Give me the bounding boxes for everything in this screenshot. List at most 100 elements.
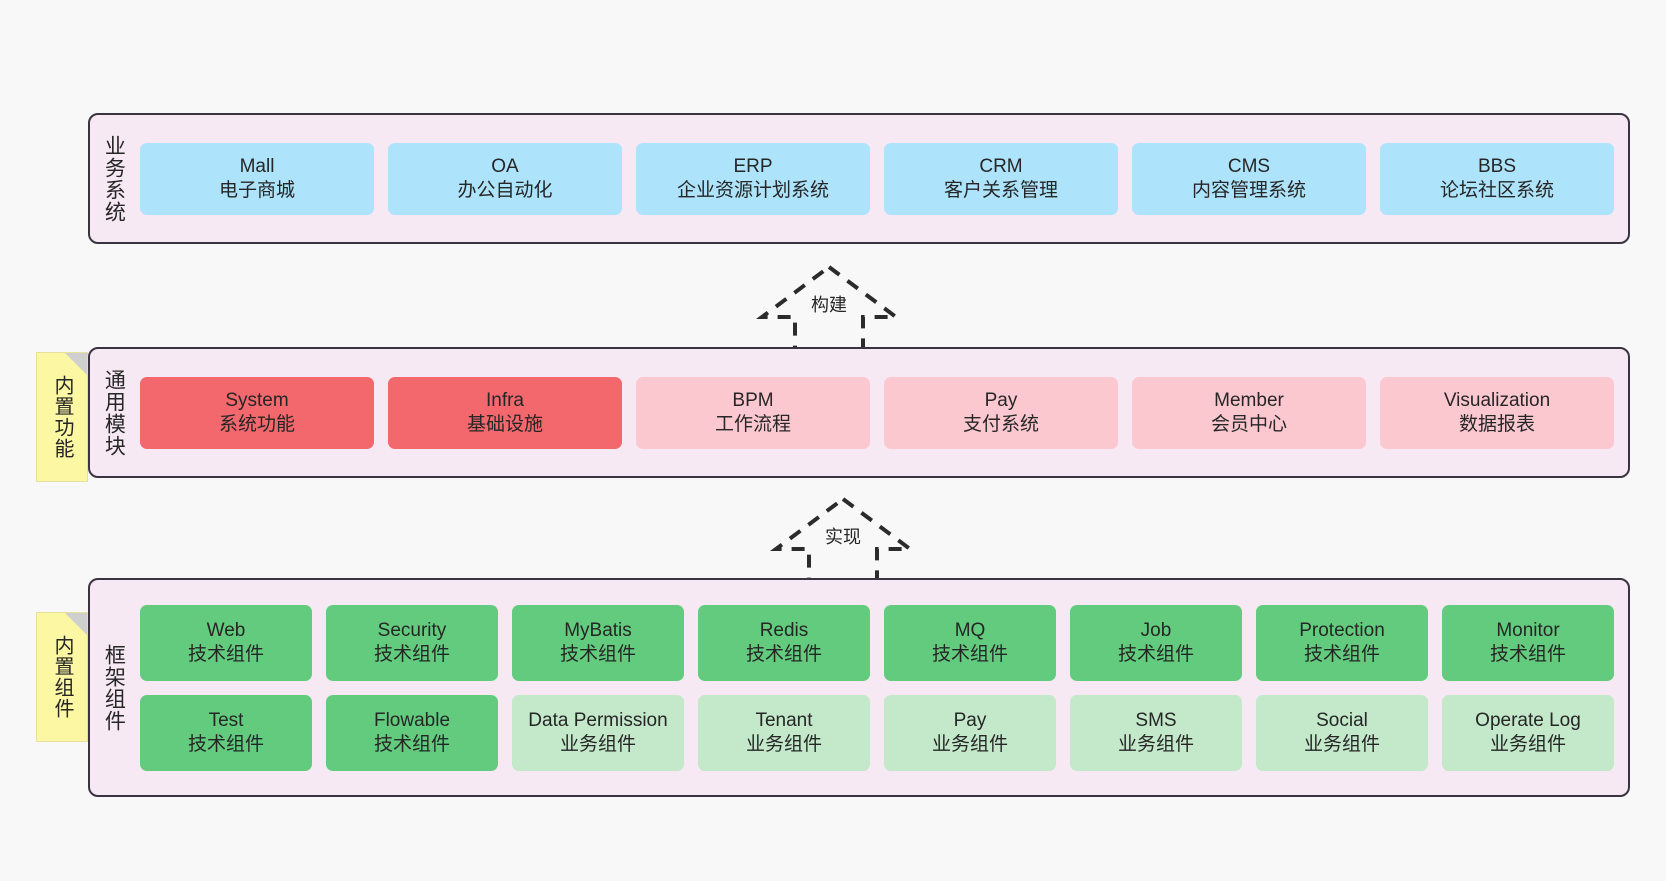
module-card-title: Web (206, 619, 246, 641)
connector-build: 构建 (755, 261, 903, 351)
connector-build-label: 构建 (811, 295, 847, 315)
module-card-subtitle: 技术组件 (745, 643, 822, 665)
module-card-cms[interactable]: CMS 内容管理系统 (1132, 142, 1366, 215)
module-card-monitor[interactable]: Monitor 技术组件 (1442, 604, 1614, 681)
module-card-title: Operate Log (1475, 709, 1581, 731)
module-card-subtitle: 技术组件 (1117, 643, 1194, 665)
module-card-system[interactable]: System 系统功能 (140, 376, 374, 449)
layer-title-business-system: 业务系统 (102, 134, 126, 223)
module-card-visualization[interactable]: Visualization 数据报表 (1380, 376, 1614, 449)
module-card-title: Job (1140, 619, 1172, 641)
module-card-subtitle: 支付系统 (962, 413, 1039, 435)
module-card-subtitle: 技术组件 (1303, 643, 1380, 665)
module-card-title: OA (491, 155, 519, 177)
module-card-erp[interactable]: ERP 企业资源计划系统 (636, 142, 870, 215)
card-row: System 系统功能 Infra 基础设施 BPM 工作流程 Pay 支付系统… (140, 376, 1614, 449)
module-card-subtitle: 技术组件 (373, 643, 450, 665)
module-card-sms[interactable]: SMS 业务组件 (1070, 694, 1242, 771)
note-fold-corner-icon (65, 353, 87, 375)
note-fold-corner-icon (65, 613, 87, 635)
module-card-flowable[interactable]: Flowable 技术组件 (326, 694, 498, 771)
module-card-subtitle: 技术组件 (931, 643, 1008, 665)
connector-implement-label: 实现 (825, 527, 861, 547)
module-card-subtitle: 会员中心 (1210, 413, 1287, 435)
module-card-title: Pay (953, 709, 987, 731)
card-row: Web 技术组件 Security 技术组件 MyBatis 技术组件 Redi… (140, 604, 1614, 681)
module-card-subtitle: 工作流程 (714, 413, 791, 435)
module-card-social[interactable]: Social 业务组件 (1256, 694, 1428, 771)
module-card-subtitle: 业务组件 (1489, 733, 1566, 755)
module-card-mybatis[interactable]: MyBatis 技术组件 (512, 604, 684, 681)
module-card-subtitle: 内容管理系统 (1191, 179, 1306, 201)
module-card-subtitle: 技术组件 (187, 643, 264, 665)
module-card-web[interactable]: Web 技术组件 (140, 604, 312, 681)
module-card-job[interactable]: Job 技术组件 (1070, 604, 1242, 681)
module-card-subtitle: 电子商城 (218, 179, 295, 201)
module-card-title: Infra (485, 389, 525, 411)
module-card-title: MQ (954, 619, 986, 641)
note-builtin-component: 内置组件 (36, 612, 88, 742)
module-card-subtitle: 业务组件 (1303, 733, 1380, 755)
note-label: 内置功能 (51, 375, 73, 459)
module-card-subtitle: 技术组件 (373, 733, 450, 755)
module-card-crm[interactable]: CRM 客户关系管理 (884, 142, 1118, 215)
module-card-subtitle: 企业资源计划系统 (676, 179, 829, 201)
layer-title-common-module: 通用模块 (102, 368, 126, 457)
module-card-redis[interactable]: Redis 技术组件 (698, 604, 870, 681)
module-card-title: Flowable (373, 709, 451, 731)
module-card-subtitle: 技术组件 (1489, 643, 1566, 665)
module-card-title: CRM (979, 155, 1023, 177)
connector-implement: 实现 (769, 493, 917, 583)
module-card-subtitle: 业务组件 (1117, 733, 1194, 755)
module-card-subtitle: 业务组件 (931, 733, 1008, 755)
module-card-operate-log[interactable]: Operate Log 业务组件 (1442, 694, 1614, 771)
module-card-pay-business[interactable]: Pay 业务组件 (884, 694, 1056, 771)
layer-panel-business-system: 业务系统 Mall 电子商城 OA 办公自动化 ERP 企业资源计划系统 CRM… (88, 113, 1630, 244)
module-card-title: Security (377, 619, 447, 641)
module-card-mall[interactable]: Mall 电子商城 (140, 142, 374, 215)
module-card-title: Test (208, 709, 244, 731)
module-card-title: Member (1214, 389, 1284, 411)
module-card-mq[interactable]: MQ 技术组件 (884, 604, 1056, 681)
module-card-member[interactable]: Member 会员中心 (1132, 376, 1366, 449)
note-label: 内置组件 (51, 635, 73, 719)
module-card-subtitle: 基础设施 (466, 413, 543, 435)
layer-panel-framework-component: 框架组件 Web 技术组件 Security 技术组件 MyBatis 技术组件… (88, 578, 1630, 797)
module-card-title: ERP (733, 155, 773, 177)
module-card-data-permission[interactable]: Data Permission 业务组件 (512, 694, 684, 771)
module-card-title: Data Permission (528, 709, 668, 731)
module-card-security[interactable]: Security 技术组件 (326, 604, 498, 681)
module-card-title: Tenant (755, 709, 813, 731)
module-card-pay[interactable]: Pay 支付系统 (884, 376, 1118, 449)
module-card-subtitle: 办公自动化 (457, 179, 553, 201)
module-card-subtitle: 系统功能 (218, 413, 295, 435)
module-card-bpm[interactable]: BPM 工作流程 (636, 376, 870, 449)
module-card-subtitle: 技术组件 (187, 733, 264, 755)
module-card-tenant[interactable]: Tenant 业务组件 (698, 694, 870, 771)
module-card-subtitle: 业务组件 (559, 733, 636, 755)
module-card-title: Social (1316, 709, 1368, 731)
module-card-title: BBS (1477, 155, 1517, 177)
module-card-title: System (225, 389, 289, 411)
module-card-title: BPM (732, 389, 774, 411)
layer-title-framework-component: 框架组件 (102, 643, 126, 732)
layer-panel-common-module: 通用模块 System 系统功能 Infra 基础设施 BPM 工作流程 Pay… (88, 347, 1630, 478)
module-card-title: Visualization (1443, 389, 1551, 411)
module-card-title: Mall (239, 155, 275, 177)
module-card-test[interactable]: Test 技术组件 (140, 694, 312, 771)
module-card-bbs[interactable]: BBS 论坛社区系统 (1380, 142, 1614, 215)
module-card-infra[interactable]: Infra 基础设施 (388, 376, 622, 449)
module-card-protection[interactable]: Protection 技术组件 (1256, 604, 1428, 681)
module-card-title: Redis (759, 619, 809, 641)
module-card-title: MyBatis (564, 619, 632, 641)
module-card-subtitle: 数据报表 (1458, 413, 1535, 435)
module-card-subtitle: 论坛社区系统 (1439, 179, 1554, 201)
module-card-title: SMS (1135, 709, 1177, 731)
layer-body-business-system: Mall 电子商城 OA 办公自动化 ERP 企业资源计划系统 CRM 客户关系… (136, 115, 1628, 242)
dashed-arrow-up-icon (769, 496, 917, 583)
module-card-oa[interactable]: OA 办公自动化 (388, 142, 622, 215)
layer-body-common-module: System 系统功能 Infra 基础设施 BPM 工作流程 Pay 支付系统… (136, 349, 1628, 476)
module-card-title: CMS (1227, 155, 1271, 177)
note-builtin-function: 内置功能 (36, 352, 88, 482)
